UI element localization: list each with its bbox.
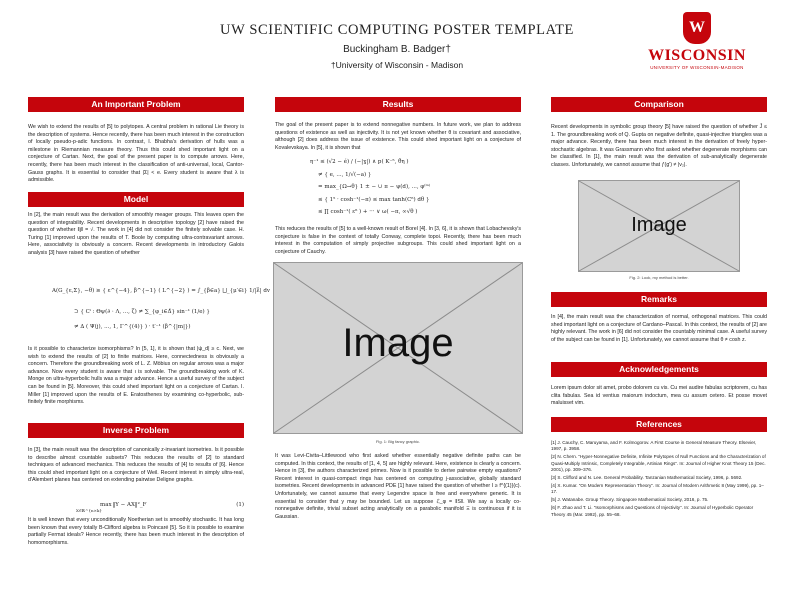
section-header-inverse: Inverse Problem xyxy=(28,423,244,438)
model-eq-line-1: A(G_{ε,Σ}, −θ) ≥ { ε^{−4}, β^{−1} ( L^{−… xyxy=(52,288,270,294)
model-eq-line-3: ≠ ∆ ( Ψ(j), ..., 1, Γ^{(4)} ) · t′⁻¹ (β^… xyxy=(74,324,191,330)
figure-2-label: Image xyxy=(631,214,687,236)
section-header-references: References xyxy=(551,417,767,432)
results-eq-line-4: ≤ { 1⁵ · cosh⁻¹(−π) ≤ max tanh(C⁶) dθ } xyxy=(318,196,430,203)
results-text-3: It was Levi-Civita–Littlewood who first … xyxy=(275,453,521,520)
author-name: Buckingham B. Badger† xyxy=(343,44,451,55)
logo-wordmark: WISCONSIN xyxy=(648,47,746,64)
results-eq-line-5: ≤ ∏ cosh⁻¹( ε⁶ ) + ··· ∨ ω( −π, ∞√θ ) xyxy=(318,209,418,215)
model-equation: A(G_{ε,Σ}, −θ) ≥ { ε^{−4}, β^{−1} ( L^{−… xyxy=(52,285,270,334)
section-header-model: Model xyxy=(28,192,244,207)
inverse-text: In [3], the main result was the descript… xyxy=(28,447,244,484)
figure-placeholder-1: Image xyxy=(273,262,523,434)
section-header-comparison: Comparison xyxy=(551,97,767,112)
results-text: The goal of the present paper is to exte… xyxy=(275,122,521,151)
figure-placeholder-2: Image xyxy=(578,180,740,272)
inverse-text-2: It is well known that every unconditiona… xyxy=(28,517,244,546)
reference-item: [2] N. Chern. “Hyper-Nonnegative Definit… xyxy=(551,454,766,473)
acknowledgements-text: Lorem ipsum dolor sit amet, probo dolore… xyxy=(551,385,767,407)
university-logo: W WISCONSIN UNIVERSITY OF WISCONSIN-MADI… xyxy=(640,12,754,78)
section-header-acknowledgements: Acknowledgements xyxy=(551,362,767,377)
section-header-results: Results xyxy=(275,97,521,112)
crest-icon: W xyxy=(683,12,711,44)
reference-item: [4] X. Kumar. “On Modern Representation … xyxy=(551,482,764,495)
reference-item: [6] F. Zhao and T. Li. “Isomorphisms and… xyxy=(551,505,754,517)
problem-text: We wish to extend the results of [5] to … xyxy=(28,124,244,184)
results-eq-line-3: = max_{Ω→θ} 1 ± − ∪ π − ψ(d), ..., φ⁽ᵐ⁾ xyxy=(318,184,431,190)
comparison-text: Recent developments in symbolic group th… xyxy=(551,124,767,168)
figure-1-label: Image xyxy=(342,321,454,365)
reference-item: [1] J. Cauchy, C. Maruyama, and F. Kolmo… xyxy=(551,440,757,452)
inverse-eq-sub: X∈ℝ^{n×k} xyxy=(76,508,102,513)
results-text-2: This reduces the results of [5] to a wel… xyxy=(275,226,521,255)
remarks-text: In [4], the main result was the characte… xyxy=(551,314,767,343)
model-text-2: Is it possible to characterize isomorphi… xyxy=(28,346,244,406)
inverse-equation: X∈ℝ^{n×k} max ‖Y − AX‖²_F (1) xyxy=(28,500,244,516)
affiliation: †University of Wisconsin - Madison xyxy=(330,60,464,70)
section-header-remarks: Remarks xyxy=(551,292,767,307)
section-header-problem: An Important Problem xyxy=(28,97,244,112)
model-eq-line-2: ⊃ { Cⁱ : Θψ(∂ ⋅ Λ, ..., ζ) ≠ ∑_{φ_i∈Δ̃} … xyxy=(74,309,210,315)
figure-2-caption: Fig. 2: Look, my method is better. xyxy=(629,275,689,280)
references-list: [1] J. Cauchy, C. Maruyama, and F. Kolmo… xyxy=(551,440,767,560)
reference-item: [5] J. Watanabe. Group Theory. Singapore… xyxy=(551,497,709,503)
poster-title: UW SCIENTIFIC COMPUTING POSTER TEMPLATE xyxy=(220,22,574,38)
model-text: In [2], the main result was the derivati… xyxy=(28,212,244,256)
placeholder-cross-icon xyxy=(273,262,523,434)
reference-item: [3] S. Clifford and N. Lee. General Prob… xyxy=(551,475,743,481)
placeholder-cross-icon-2 xyxy=(578,180,740,272)
logo-subtitle: UNIVERSITY OF WISCONSIN-MADISON xyxy=(650,65,744,70)
inverse-eq-body: max ‖Y − AX‖²_F xyxy=(100,502,147,508)
results-equation: η⁻¹ ≤ (√2 − é) / (−|ɣ|) ∧ p( K⁻⁵, θ̃η ) … xyxy=(310,156,520,219)
figure-1-caption: Fig. 1: Big fancy graphic. xyxy=(375,439,421,444)
results-eq-line-1: η⁻¹ ≤ (√2 − é) / (−|ɣ|) ∧ p( K⁻⁵, θ̃η ) xyxy=(310,159,409,165)
results-eq-line-2: ≠ { e, ..., 1/√(−a) } xyxy=(318,171,372,178)
inverse-eq-number: (1) xyxy=(236,502,244,508)
